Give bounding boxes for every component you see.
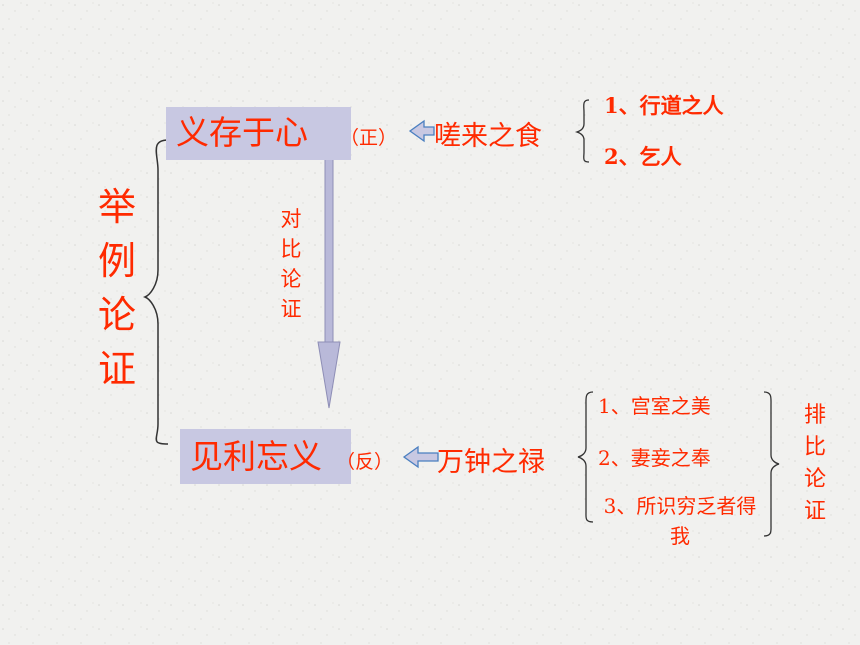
bottom-tag: （反） xyxy=(336,451,394,473)
bottom-box: 见利忘义 xyxy=(180,429,351,484)
top-arrow xyxy=(408,119,435,143)
top-box: 义存于心 xyxy=(166,107,351,160)
bottom-arrow xyxy=(402,445,439,469)
top-items-brace xyxy=(574,99,590,163)
top-source: 嗟来之食 xyxy=(434,121,542,152)
main-topic-label: 举例论证 xyxy=(97,185,136,391)
bottom-item-3: 3、所识穷乏者得我 xyxy=(603,494,757,548)
top-tag: （正） xyxy=(340,127,398,149)
top-box-label: 义存于心 xyxy=(176,113,308,152)
bottom-item-2: 2、妻妾之奉 xyxy=(598,446,711,470)
main-brace xyxy=(142,139,169,445)
bottom-items-brace-left xyxy=(577,391,594,523)
parallel-label: 排比论证 xyxy=(803,403,826,524)
bottom-item-1: 1、宫室之美 xyxy=(598,394,711,418)
top-item-1: 1、行道之人 xyxy=(604,93,724,118)
contrast-arrow xyxy=(317,157,341,409)
bottom-items-brace-right xyxy=(763,391,780,537)
bottom-box-label: 见利忘义 xyxy=(190,437,322,476)
top-item-2: 2、乞人 xyxy=(604,144,682,169)
contrast-label: 对比论证 xyxy=(280,207,302,321)
bottom-source: 万钟之禄 xyxy=(437,447,545,478)
